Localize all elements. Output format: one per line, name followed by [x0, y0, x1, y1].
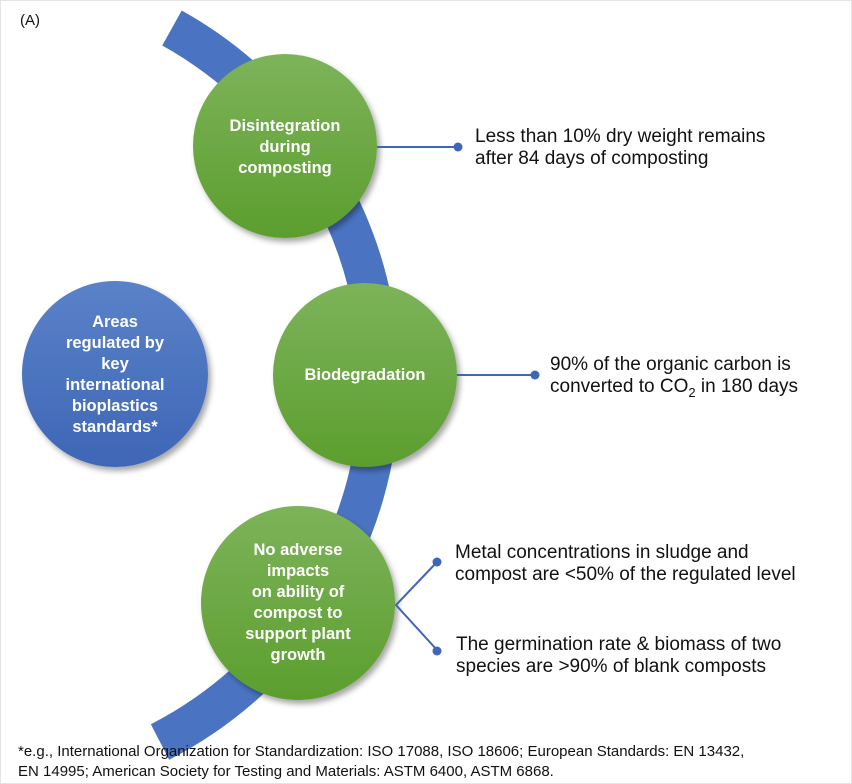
- footnote-line: *e.g., International Organization for St…: [18, 743, 745, 760]
- label-line: No adverse: [253, 541, 343, 559]
- criterion-line: The germination rate & biomass of two: [456, 634, 782, 655]
- label-line: standards*: [72, 418, 158, 436]
- criterion-line: after 84 days of composting: [475, 148, 709, 169]
- label-line: key: [101, 355, 129, 373]
- criterion-metals: Metal concentrations in sludge and compo…: [455, 542, 796, 586]
- label-line: composting: [238, 158, 332, 177]
- center-node-label: Areas regulated by key international bio…: [30, 290, 200, 460]
- footnote: *e.g., International Organization for St…: [18, 742, 744, 782]
- label-line: bioplastics: [71, 397, 159, 415]
- label-line: impacts: [266, 562, 330, 580]
- criterion-line: Metal concentrations in sludge and: [455, 542, 749, 563]
- criterion-line: Less than 10% dry weight remains: [475, 126, 766, 147]
- connector-dot-3b: [432, 646, 442, 656]
- criterion-germination: The germination rate & biomass of two sp…: [456, 634, 781, 678]
- connector-dot-1: [453, 142, 463, 152]
- connector-3: [394, 561, 438, 651]
- text: in 180 days: [695, 376, 799, 397]
- label-line: during: [259, 137, 311, 156]
- label-line: Disintegration: [229, 116, 341, 135]
- node-disintegration-label: Disintegration during composting: [200, 62, 370, 232]
- connector-dot-2: [530, 370, 540, 380]
- label-line: support plant: [245, 625, 351, 643]
- node-plant-growth-circle: [201, 506, 395, 700]
- label-line: regulated by: [65, 334, 165, 352]
- label-line: on ability of: [251, 583, 345, 601]
- criterion-disintegration: Less than 10% dry weight remains after 8…: [475, 126, 765, 170]
- subscript: 2: [688, 384, 696, 400]
- label-line: Areas: [92, 313, 138, 331]
- footnote-line: EN 14995; American Society for Testing a…: [18, 763, 554, 780]
- criterion-line: species are >90% of blank composts: [456, 656, 766, 677]
- criterion-line: converted to CO2 in 180 days: [550, 376, 798, 404]
- label-line: Biodegradation: [304, 365, 426, 384]
- connector-dot-3a: [432, 557, 442, 567]
- criterion-biodegradation: 90% of the organic carbon is converted t…: [550, 354, 798, 404]
- node-biodegradation-label: Biodegradation: [280, 290, 450, 460]
- text: converted to CO: [550, 376, 689, 397]
- node-plant-growth-label: No adverse impacts on ability of compost…: [213, 518, 383, 688]
- panel-label: (A): [20, 12, 40, 29]
- criterion-line: compost are <50% of the regulated level: [455, 564, 796, 585]
- label-line: compost to: [253, 604, 343, 622]
- node-disintegration-circle: [193, 54, 377, 238]
- label-line: international: [65, 376, 165, 394]
- label-line: growth: [270, 646, 326, 664]
- node-biodegradation-circle: [273, 283, 457, 467]
- center-node-circle: [22, 281, 208, 467]
- criterion-line: 90% of the organic carbon is: [550, 354, 791, 375]
